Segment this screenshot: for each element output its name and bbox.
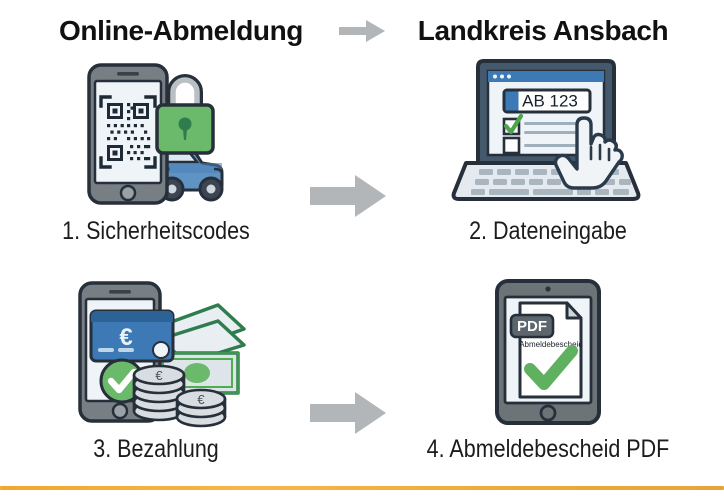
document-title-text: Abmeldebescheid [519, 340, 583, 349]
tablet-pdf-document-icon: PDF Abmeldebescheid [398, 274, 698, 429]
coins-icon: € € [132, 364, 227, 427]
smartphone-qr-lock-car-icon [6, 56, 306, 211]
header: Online-Abmeldung Landkreis Ansbach [0, 8, 724, 54]
license-plate-text: AB 123 [522, 91, 578, 110]
step-3-label: 3. Bezahlung [93, 435, 219, 463]
step-2-label: 2. Dateneingabe [469, 217, 627, 245]
pdf-badge-text: PDF [517, 318, 547, 335]
svg-text:€: € [155, 368, 163, 383]
qr-code-icon [98, 94, 157, 169]
smartphone-payment-money-icon: € [6, 274, 306, 429]
step-1: 1. Sicherheitscodes [6, 56, 306, 246]
hand-cursor-icon [553, 115, 624, 190]
header-right-title: Landkreis Ansbach [417, 15, 669, 46]
step-2: AB 123 [398, 56, 698, 246]
arrow-step1-to-step2-icon [305, 171, 391, 221]
svg-text:€: € [197, 392, 205, 407]
checkbox-list [502, 113, 588, 154]
document-icon: PDF Abmeldebescheid [509, 301, 583, 398]
footer-accent-bar [0, 486, 724, 490]
arrow-step3-to-step4-icon [305, 388, 391, 438]
steps-container: 1. Sicherheitscodes [0, 56, 724, 476]
laptop-form-cursor-icon: AB 123 [398, 56, 698, 211]
padlock-icon [154, 73, 215, 155]
euro-symbol: € [119, 324, 132, 351]
accent-bar [0, 486, 724, 490]
step-3: € [6, 274, 306, 464]
credit-card-icon: € [89, 309, 175, 362]
header-left-title: Online-Abmeldung [58, 15, 304, 46]
step-1-label: 1. Sicherheitscodes [62, 217, 250, 245]
check-circle-icon [99, 358, 145, 403]
step-4: PDF Abmeldebescheid 4. Abmeldebescheid P… [398, 274, 698, 464]
header-arrow-icon [331, 19, 393, 43]
license-plate: AB 123 [502, 88, 591, 113]
step-4-label: 4. Abmeldebescheid PDF [426, 435, 670, 463]
